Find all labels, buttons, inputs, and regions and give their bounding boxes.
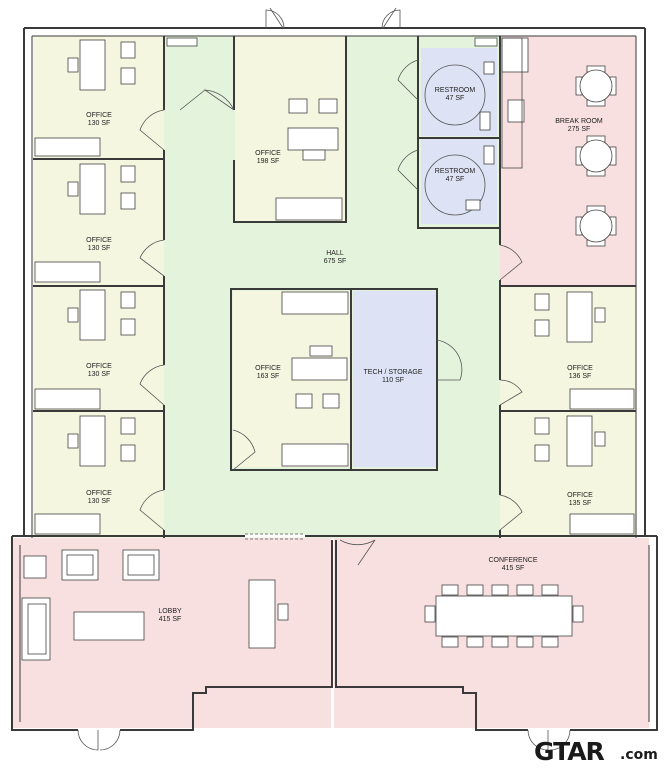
svg-text:HALL: HALL bbox=[326, 250, 344, 257]
room-area: 415 SF bbox=[502, 565, 525, 572]
svg-text:47 SF: 47 SF bbox=[446, 95, 465, 102]
svg-text:130 SF: 130 SF bbox=[88, 498, 111, 505]
conference-furniture bbox=[424, 584, 584, 648]
room-area: 110 SF bbox=[382, 377, 404, 384]
furniture bbox=[21, 37, 635, 661]
room-area: 135 SF bbox=[569, 500, 592, 507]
room-name: RESTROOM bbox=[435, 168, 476, 175]
lobby-area bbox=[13, 538, 331, 728]
break-room-furniture bbox=[501, 37, 617, 247]
room-name: OFFICE bbox=[86, 112, 112, 119]
room-name: LOBBY bbox=[158, 608, 182, 615]
room-area: 198 SF bbox=[257, 158, 280, 165]
room-name: OFFICE bbox=[567, 492, 593, 499]
svg-text:198 SF: 198 SF bbox=[257, 158, 280, 165]
svg-text:275 SF: 275 SF bbox=[568, 126, 591, 133]
svg-text:675 SF: 675 SF bbox=[324, 258, 347, 265]
svg-text:OFFICE: OFFICE bbox=[86, 363, 112, 370]
svg-text:TECH / STORAGE: TECH / STORAGE bbox=[364, 369, 423, 376]
break-table-3 bbox=[575, 205, 617, 247]
room-area: 130 SF bbox=[88, 371, 111, 378]
svg-text:136 SF: 136 SF bbox=[569, 373, 592, 380]
svg-text:47 SF: 47 SF bbox=[446, 176, 465, 183]
svg-text:CONFERENCE: CONFERENCE bbox=[488, 557, 537, 564]
svg-text:RESTROOM: RESTROOM bbox=[435, 87, 476, 94]
svg-text:130 SF: 130 SF bbox=[88, 371, 111, 378]
svg-text:415 SF: 415 SF bbox=[502, 565, 525, 572]
room-area: 675 SF bbox=[324, 258, 347, 265]
room-name: OFFICE bbox=[567, 365, 593, 372]
room-name: OFFICE bbox=[255, 365, 281, 372]
svg-text:110 SF: 110 SF bbox=[382, 377, 404, 384]
break-table-2 bbox=[575, 135, 617, 177]
room-area: 415 SF bbox=[159, 616, 182, 623]
room-name: HALL bbox=[326, 250, 344, 257]
room-area: 47 SF bbox=[446, 176, 465, 183]
svg-text:OFFICE: OFFICE bbox=[86, 490, 112, 497]
svg-text:BREAK ROOM: BREAK ROOM bbox=[555, 118, 603, 125]
office-3-furniture bbox=[34, 289, 136, 410]
svg-text:OFFICE: OFFICE bbox=[255, 150, 281, 157]
tech-storage-area bbox=[353, 291, 436, 467]
room-area: 130 SF bbox=[88, 120, 111, 127]
svg-text:LOBBY: LOBBY bbox=[158, 608, 182, 615]
svg-text:OFFICE: OFFICE bbox=[255, 365, 281, 372]
svg-text:135 SF: 135 SF bbox=[569, 500, 592, 507]
lobby-furniture bbox=[21, 549, 289, 661]
office-198-furniture bbox=[166, 37, 343, 221]
break-table-1 bbox=[575, 65, 617, 107]
office-163-furniture bbox=[281, 291, 349, 467]
room-labels: OFFICE 130 SF OFFICE 130 SF OFFICE 130 S… bbox=[86, 87, 603, 623]
svg-text:415 SF: 415 SF bbox=[159, 616, 182, 623]
room-name: OFFICE bbox=[255, 150, 281, 157]
gtar-logo: GTAR .com bbox=[534, 738, 666, 766]
svg-text:130 SF: 130 SF bbox=[88, 120, 111, 127]
room-area: 163 SF bbox=[257, 373, 280, 380]
room-name: OFFICE bbox=[86, 237, 112, 244]
office-1-furniture bbox=[34, 39, 136, 157]
room-area: 136 SF bbox=[569, 373, 592, 380]
room-area: 275 SF bbox=[568, 126, 591, 133]
doors bbox=[77, 7, 571, 751]
room-area: 130 SF bbox=[88, 245, 111, 252]
room-name: CONFERENCE bbox=[488, 557, 537, 564]
restroom-fixtures bbox=[424, 37, 498, 216]
room-name: OFFICE bbox=[86, 490, 112, 497]
office-2-furniture bbox=[34, 163, 136, 283]
svg-text:130 SF: 130 SF bbox=[88, 245, 111, 252]
room-name: BREAK ROOM bbox=[555, 118, 603, 125]
room-name: OFFICE bbox=[86, 363, 112, 370]
svg-text:OFFICE: OFFICE bbox=[86, 112, 112, 119]
office-4-furniture bbox=[34, 415, 136, 535]
svg-text:163 SF: 163 SF bbox=[257, 373, 280, 380]
logo-suffix-text: .com bbox=[620, 747, 658, 763]
room-area: 130 SF bbox=[88, 498, 111, 505]
office-135-furniture bbox=[534, 415, 635, 535]
room-name: TECH / STORAGE bbox=[364, 369, 423, 376]
room-name: RESTROOM bbox=[435, 87, 476, 94]
room-area: 47 SF bbox=[446, 95, 465, 102]
office-136-furniture bbox=[534, 291, 635, 410]
svg-text:OFFICE: OFFICE bbox=[567, 365, 593, 372]
svg-text:RESTROOM: RESTROOM bbox=[435, 168, 476, 175]
svg-text:OFFICE: OFFICE bbox=[86, 237, 112, 244]
svg-text:OFFICE: OFFICE bbox=[567, 492, 593, 499]
logo-main-text: GTAR bbox=[534, 737, 605, 766]
